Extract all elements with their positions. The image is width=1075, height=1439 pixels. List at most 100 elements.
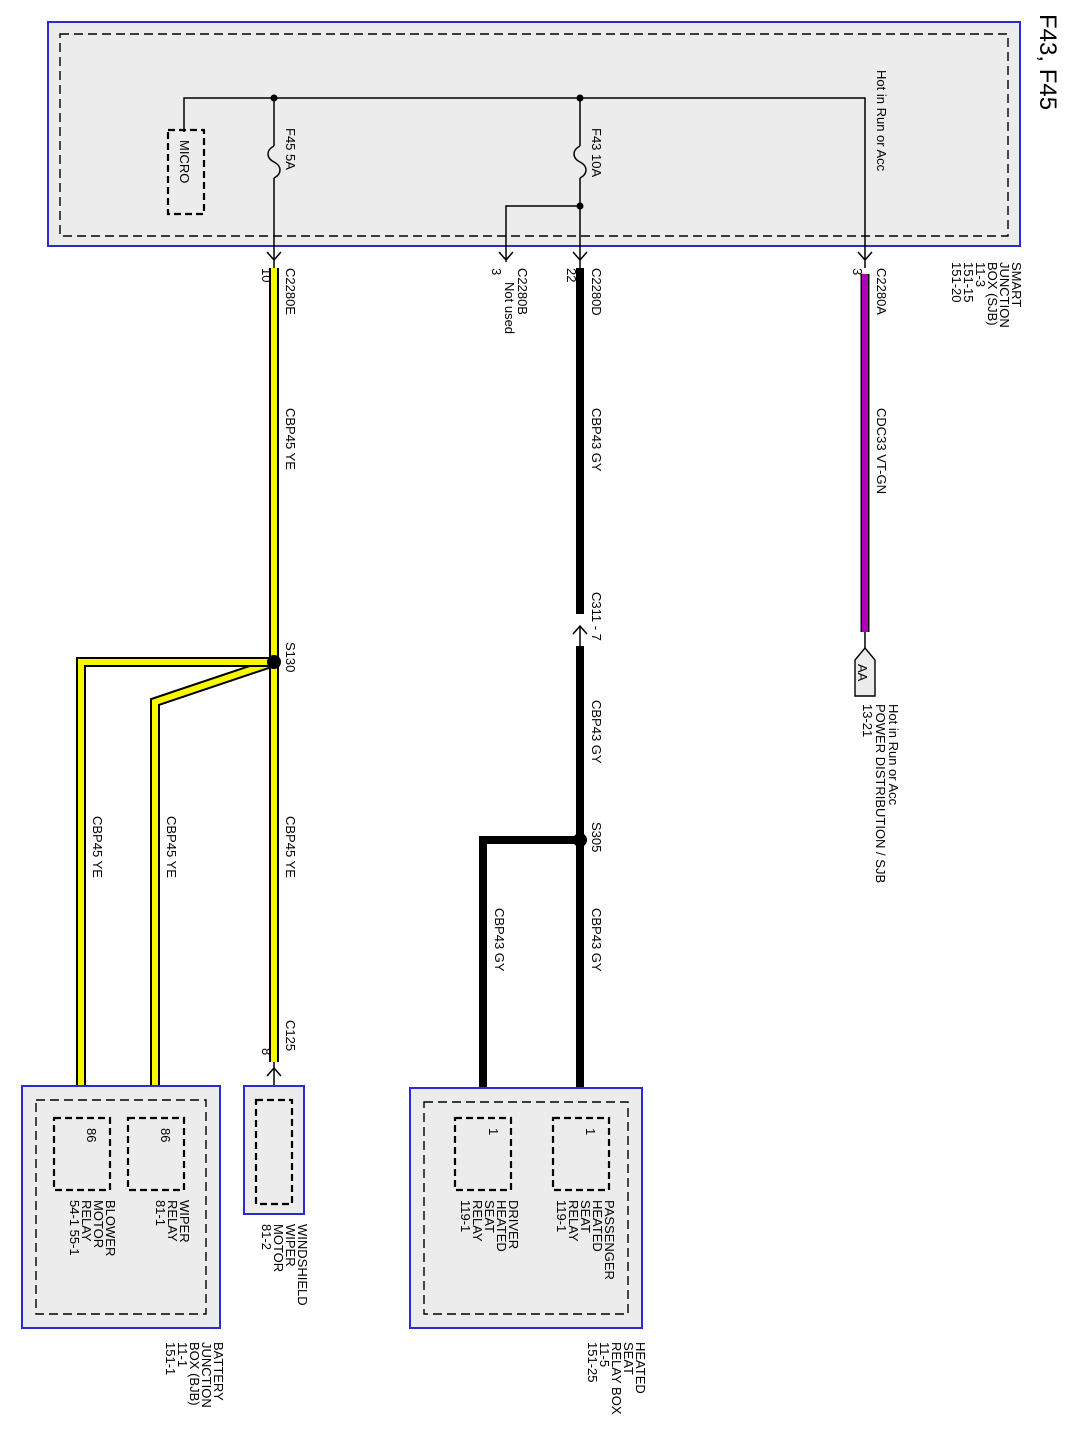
hsrb-name-line: RELAY BOX (609, 1342, 624, 1415)
s305-splice (573, 833, 587, 847)
blower-relay-line: BLOWER (103, 1200, 118, 1256)
power-ref-line: Hot in Run or Acc (886, 704, 901, 806)
c2280a-label: C2280A (874, 268, 889, 315)
power-ref-code: AA (855, 664, 870, 682)
c2280e-label: C2280E (283, 268, 298, 315)
sjb-name-line: JUNCTION (997, 262, 1012, 328)
c2280e-pin-arrow (266, 246, 282, 268)
fuse-f43-icon (573, 145, 587, 179)
wiper-relay-pin (126, 1116, 186, 1192)
wiper-relay-line: RELAY (165, 1200, 180, 1242)
wiper-motor-connector (254, 1098, 294, 1206)
driver-relay-line: RELAY (470, 1200, 485, 1242)
windshield-wiper-motor: WINDSHIELD WIPER MOTOR 81-2 (243, 1085, 310, 1306)
wire-cbp43-label: CBP43 GY (589, 700, 604, 764)
c2280b-note: Not used (502, 282, 517, 334)
c2280a-pin: 3 (850, 268, 865, 275)
s130-label: S130 (283, 642, 298, 672)
c2280b-pin: 3 (489, 268, 504, 275)
fuse-f45-icon (267, 145, 281, 179)
sjb-name-line: SMART (1009, 262, 1024, 307)
power-ref-text: Hot in Run or Acc POWER DISTRIBUTION / S… (860, 704, 901, 883)
power-ref-line: POWER DISTRIBUTION / SJB (873, 704, 888, 883)
s130-splice (267, 655, 281, 669)
c2280d-pin: 22 (564, 268, 579, 282)
c311-label: C311 - 7 (589, 592, 604, 641)
hsrb-name-block: HEATED SEAT RELAY BOX 11-5 151-25 (585, 1342, 648, 1415)
c125-pin: 8 (259, 1048, 274, 1055)
blower-relay-line: MOTOR (91, 1200, 106, 1248)
passenger-relay-line: RELAY (566, 1200, 581, 1242)
sjb-name-line: 151-15 (961, 262, 976, 302)
sjb-outline (47, 21, 1021, 247)
wire-cdc33-label: CDC33 VT-GN (874, 408, 889, 494)
driver-relay-label: DRIVER HEATED SEAT RELAY 119-1 (458, 1200, 521, 1252)
wire-cbp45-label: CBP45 YE (164, 816, 179, 878)
hsrb-name-line: HEATED (633, 1342, 648, 1394)
blower-relay-line: 54-1 55-1 (67, 1200, 82, 1256)
f45-label: F45 5A (283, 128, 298, 170)
sjb-feed-bus (183, 97, 866, 246)
wiper-motor-line: MOTOR (271, 1224, 286, 1272)
battery-junction-box: 86 WIPER RELAY 81-1 86 BLOWER MOTOR RELA… (21, 1085, 226, 1408)
blower-relay-line: RELAY (79, 1200, 94, 1242)
wire-cbp45-group (76, 268, 279, 1086)
c2280d-label: C2280D (589, 268, 604, 316)
c311-connector-icon (572, 624, 588, 646)
bjb-name-line: JUNCTION (199, 1342, 214, 1408)
hsrb-outline (409, 1087, 643, 1329)
wire-cbp43-label: CBP43 GY (492, 908, 507, 972)
passenger-relay-pin-number: 1 (583, 1128, 598, 1135)
wiper-relay-line: 81-1 (153, 1200, 168, 1226)
wiper-motor-label: WINDSHIELD WIPER MOTOR 81-2 (259, 1224, 310, 1306)
passenger-relay-line: 119-1 (554, 1200, 569, 1232)
sjb-inner-boundary (59, 33, 1009, 237)
wiper-motor-outline (243, 1085, 305, 1215)
c2280d-pin-arrow (572, 246, 588, 268)
driver-relay-pin-number: 1 (486, 1128, 501, 1135)
driver-relay-line: HEATED (494, 1200, 509, 1252)
passenger-relay-label: PASSENGER HEATED SEAT RELAY 119-1 (554, 1200, 617, 1280)
wiper-motor-line: 81-2 (259, 1224, 274, 1250)
passenger-relay-line: HEATED (590, 1200, 605, 1252)
c2280b-pin-arrow (498, 246, 514, 262)
heated-seat-relay-box: 1 PASSENGER HEATED SEAT RELAY 119-1 1 DR… (409, 1087, 648, 1415)
wire-cbp43-label: CBP43 GY (589, 908, 604, 972)
bjb-name-line: 11-1 (175, 1342, 190, 1367)
s305-label: S305 (589, 822, 604, 852)
sjb-name-line: 151-20 (949, 262, 964, 302)
wiper-relay-pin-number: 86 (158, 1128, 173, 1142)
driver-relay-line: SEAT (482, 1200, 497, 1233)
wiper-motor-line: WIPER (283, 1224, 298, 1267)
passenger-relay-pin (551, 1116, 611, 1192)
f45-junction-dot (270, 94, 278, 102)
sjb-feed-label: Hot in Run or Acc (874, 70, 889, 172)
wire-cbp45-label: CBP45 YE (90, 816, 105, 878)
blower-relay-pin (52, 1116, 112, 1192)
blower-relay-pin-number: 86 (84, 1128, 99, 1142)
wiper-motor-line: WINDSHIELD (295, 1224, 310, 1306)
wire-cbp43-driver-branch (479, 836, 580, 1088)
wire-cbp45-blower-relay (78, 659, 274, 1086)
hsrb-name-line: SEAT (621, 1342, 636, 1375)
wire-cbp45-label: CBP45 YE (283, 816, 298, 878)
f43-label: F43 10A (589, 128, 604, 177)
wiper-relay-line: WIPER (177, 1200, 192, 1243)
power-ref-symbol (854, 646, 876, 697)
micro-label: MICRO (177, 140, 192, 183)
hsrb-inner-boundary (423, 1101, 629, 1315)
blower-relay-label: BLOWER MOTOR RELAY 54-1 55-1 (67, 1200, 118, 1256)
f43-junction-dot (576, 94, 584, 102)
c2280b-label: C2280B (515, 268, 530, 315)
bjb-name-line: BATTERY (211, 1342, 226, 1401)
micro-module (166, 128, 206, 216)
wire-cbp45-label: CBP45 YE (283, 408, 298, 470)
wire-cbp43-label: CBP43 GY (589, 408, 604, 472)
power-ref-line: 13-21 (860, 704, 875, 737)
hsrb-name-line: 151-25 (585, 1342, 600, 1382)
bjb-name-line: 151-1 (163, 1342, 178, 1375)
driver-relay-line: DRIVER (506, 1200, 521, 1249)
c2280b-junction-dot (576, 202, 584, 210)
c2280b-branch (505, 205, 580, 246)
